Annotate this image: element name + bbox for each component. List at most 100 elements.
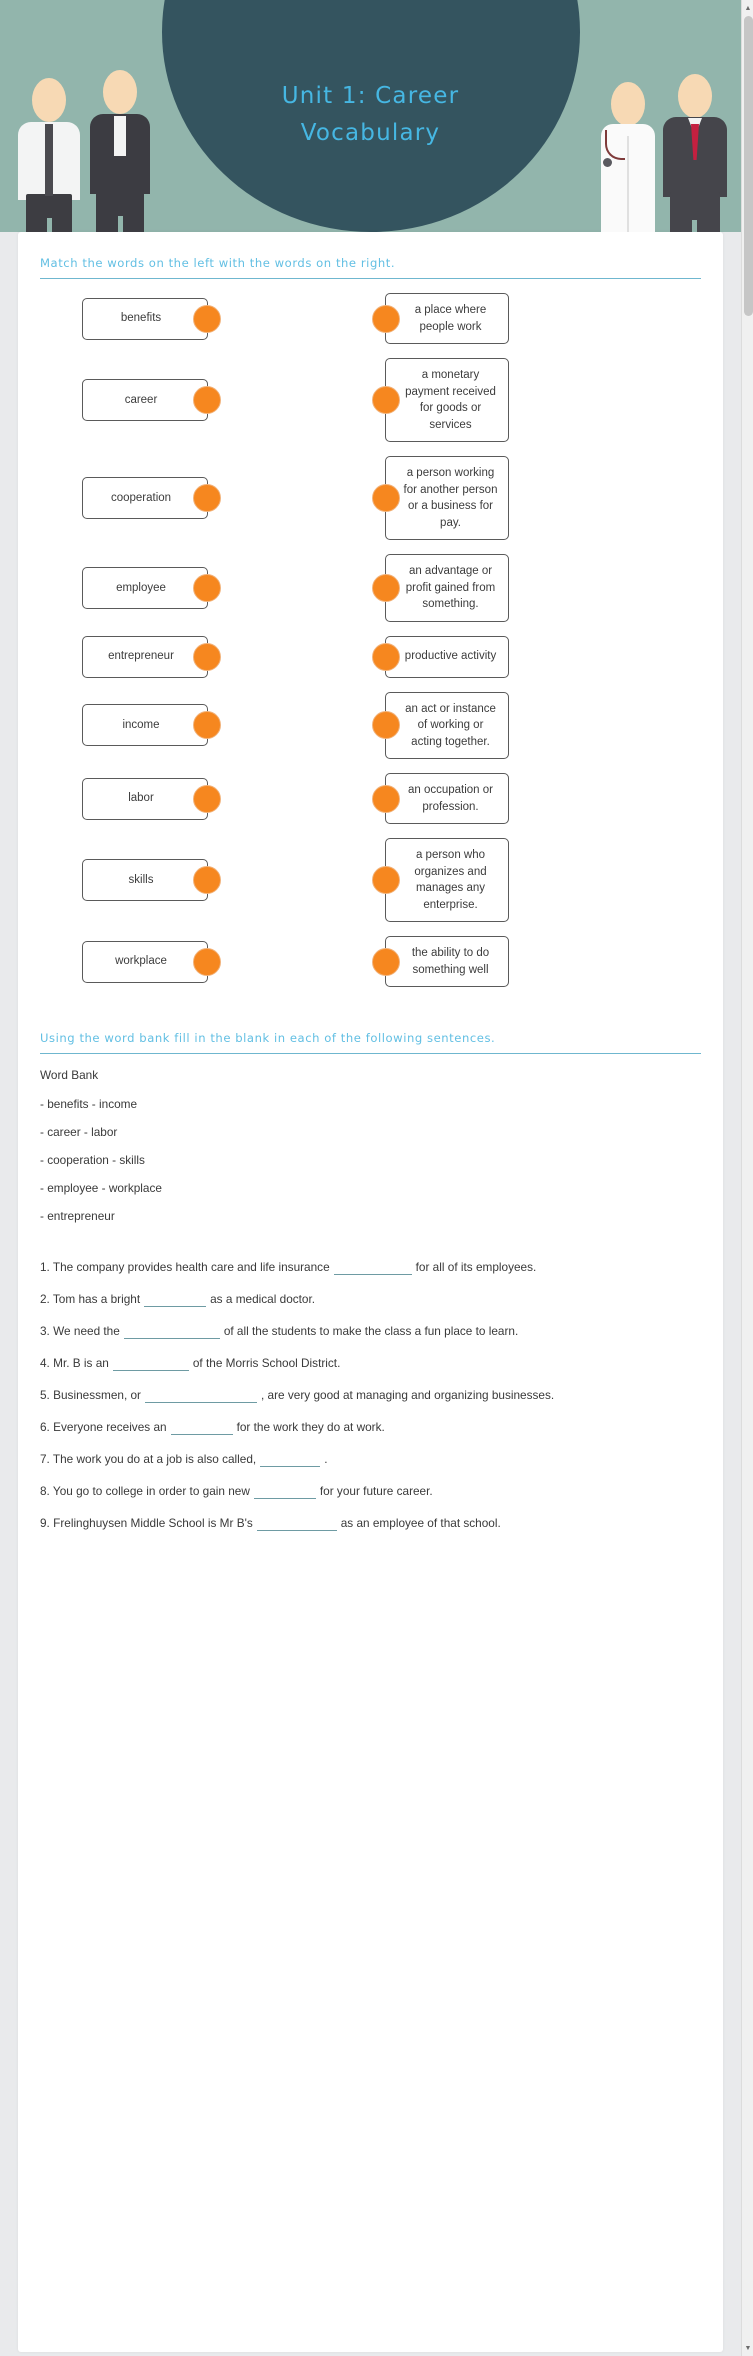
fill-blank-sentence: 9. Frelinghuysen Middle School is Mr B's… [40, 1514, 701, 1533]
word-bank: Word Bank - benefits - income- career - … [40, 1068, 701, 1224]
match-definition-box[interactable]: a monetary payment received for goods or… [371, 358, 509, 442]
answer-blank[interactable] [170, 1434, 233, 1435]
match-row: skills a person who organizes and manages… [40, 838, 701, 922]
match-definition-box[interactable]: productive activity [371, 635, 509, 678]
match-row: employee an advantage or profit gained fr… [40, 554, 701, 622]
match-connector-dot[interactable] [193, 947, 221, 976]
match-word-box[interactable]: entrepreneur [82, 635, 221, 678]
sentence-text-after: as an employee of that school. [340, 1516, 501, 1530]
answer-blank[interactable] [145, 1402, 257, 1403]
match-word-label: employee [116, 581, 166, 594]
match-definition-label: a person who organizes and manages any e… [414, 849, 487, 911]
match-left-cell: labor [40, 777, 371, 820]
matching-pairs-list: benefits a place where people work career a… [40, 293, 701, 987]
match-row: career a monetary payment received for go… [40, 358, 701, 442]
match-definition-box[interactable]: the ability to do something well [371, 936, 509, 987]
match-definition-box[interactable]: a place where people work [371, 293, 509, 344]
sentence-text-after: for the work they do at work. [236, 1420, 385, 1434]
match-definition-box[interactable]: a person who organizes and manages any e… [371, 838, 509, 922]
match-left-cell: employee [40, 566, 371, 609]
match-word-label: income [122, 719, 160, 731]
match-connector-dot[interactable] [193, 484, 221, 512]
person-businessman-white-shirt-icon [18, 78, 80, 232]
match-right-cell: a monetary payment received for goods or… [371, 358, 702, 442]
match-row: entrepreneur productive activity [40, 635, 701, 678]
match-word-box[interactable]: workplace [82, 940, 221, 983]
match-connector-dot[interactable] [371, 784, 400, 813]
answer-blank[interactable] [144, 1306, 207, 1307]
sentence-text-before: Everyone receives an [53, 1420, 167, 1434]
match-left-cell: workplace [40, 940, 371, 983]
match-word-label: career [124, 393, 158, 406]
sentence-text-after: for all of its employees. [415, 1260, 537, 1274]
scroll-down-arrow-icon[interactable]: ▼ [744, 2344, 752, 2352]
match-word-box[interactable]: employee [82, 566, 221, 609]
head-shape [32, 78, 66, 122]
answer-blank[interactable] [123, 1338, 220, 1339]
sentence-number: 2. [40, 1292, 53, 1306]
match-connector-dot[interactable] [371, 642, 400, 671]
match-connector-dot[interactable] [371, 573, 400, 602]
match-right-cell: a person working for another person or a… [371, 456, 702, 540]
answer-blank[interactable] [260, 1466, 321, 1467]
answer-blank[interactable] [253, 1498, 316, 1499]
match-connector-dot[interactable] [193, 304, 221, 333]
match-connector-dot[interactable] [193, 573, 221, 602]
match-connector-dot[interactable] [371, 386, 400, 414]
sentence-text-before: We need the [53, 1324, 120, 1338]
match-right-cell: an advantage or profit gained from somet… [371, 554, 702, 622]
match-definition-box[interactable]: an advantage or profit gained from somet… [371, 554, 509, 622]
match-connector-dot[interactable] [193, 784, 221, 813]
sentence-text-after: of the Morris School District. [192, 1356, 341, 1370]
fill-blank-sentence: 8. You go to college in order to gain ne… [40, 1482, 701, 1501]
match-right-cell: an act or instance of working or acting … [371, 691, 702, 759]
match-right-cell: the ability to do something well [371, 936, 702, 987]
match-connector-dot[interactable] [371, 711, 400, 740]
coat-seam-shape [627, 136, 629, 232]
match-connector-dot[interactable] [371, 947, 400, 976]
match-word-box[interactable]: cooperation [82, 477, 221, 519]
match-row: labor an occupation or profession. [40, 773, 701, 824]
scroll-up-arrow-icon[interactable]: ▲ [744, 4, 752, 12]
match-connector-dot[interactable] [193, 711, 221, 740]
match-word-box[interactable]: income [82, 704, 221, 747]
stethoscope-icon [605, 130, 625, 160]
match-connector-dot[interactable] [193, 866, 221, 894]
match-connector-dot[interactable] [371, 484, 400, 512]
page-scrollbar[interactable]: ▲ ▼ [741, 0, 753, 2356]
match-word-box[interactable]: labor [82, 777, 221, 820]
match-word-box[interactable]: skills [82, 859, 221, 901]
scrollbar-thumb[interactable] [743, 16, 753, 316]
head-shape [678, 74, 712, 118]
match-definition-label: productive activity [404, 650, 497, 663]
answer-blank[interactable] [333, 1274, 412, 1275]
match-word-box[interactable]: benefits [82, 297, 221, 340]
word-bank-line: - career - labor [40, 1125, 118, 1139]
sentence-text-before: Businessmen, or [53, 1388, 141, 1402]
match-word-box[interactable]: career [82, 379, 221, 421]
leg-gap-shape [692, 220, 697, 232]
match-definition-box[interactable]: an occupation or profession. [371, 773, 509, 824]
answer-blank[interactable] [256, 1530, 337, 1531]
sentence-number: 1. [40, 1260, 53, 1274]
match-connector-dot[interactable] [193, 386, 221, 414]
sentence-number: 4. [40, 1356, 54, 1370]
sentence-text-before: Tom has a bright [52, 1292, 141, 1306]
match-connector-dot[interactable] [193, 642, 221, 671]
worksheet-title: Unit 1: Career Vocabulary [281, 83, 460, 146]
answer-blank[interactable] [112, 1370, 189, 1371]
match-row: workplace the ability to do something wel… [40, 936, 701, 987]
match-definition-label: an advantage or profit gained from somet… [405, 565, 496, 610]
stethoscope-bell-icon [603, 158, 612, 167]
match-connector-dot[interactable] [371, 304, 400, 333]
match-definition-box[interactable]: a person working for another person or a… [371, 456, 509, 540]
sentence-text-after: of all the students to make the class a … [223, 1324, 519, 1338]
matching-instruction: Match the words on the left with the wor… [40, 256, 396, 270]
match-definition-box[interactable]: an act or instance of working or acting … [371, 691, 509, 759]
match-connector-dot[interactable] [371, 866, 400, 894]
match-word-label: cooperation [110, 491, 172, 504]
